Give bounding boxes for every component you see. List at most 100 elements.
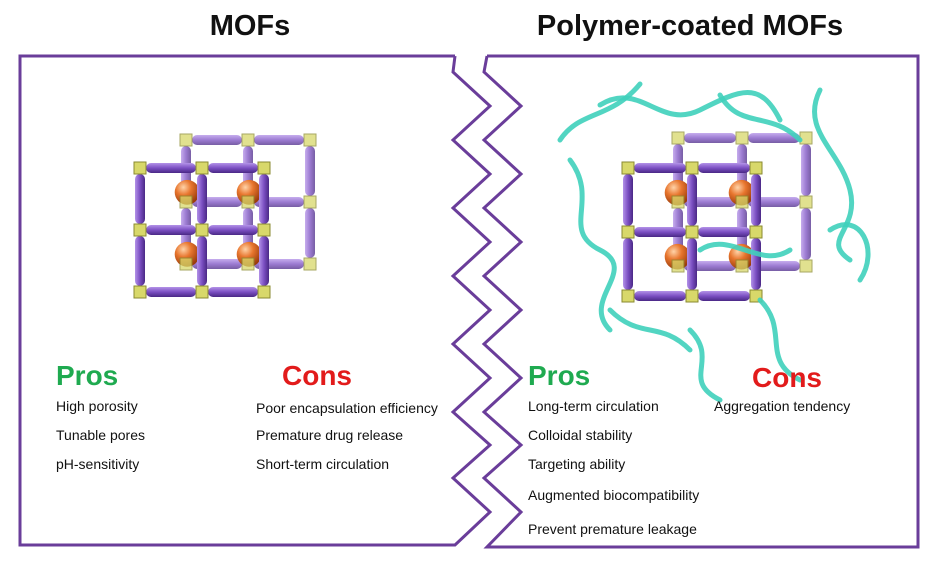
metal-node [799, 195, 813, 209]
linker-rod [801, 144, 811, 196]
polymer-chain [717, 92, 803, 143]
linker-rod [751, 238, 761, 290]
right-pros-item: Targeting ability [528, 456, 626, 472]
metal-node [685, 161, 699, 175]
linker-rod [208, 225, 258, 235]
metal-node [671, 259, 685, 273]
metal-node [735, 259, 749, 273]
polymer-chains [557, 81, 871, 403]
metal-node [799, 131, 813, 145]
linker-rod [208, 287, 258, 297]
left-panel-border [18, 54, 493, 547]
linker-rod [634, 227, 686, 237]
linker-rod [146, 287, 196, 297]
metal-node [241, 195, 255, 209]
right-pros-item: Colloidal stability [528, 427, 633, 443]
right-pros-heading: Pros [528, 360, 591, 391]
polymer-chain [697, 241, 793, 259]
linker-rod [698, 227, 750, 237]
linker-rod [687, 238, 697, 290]
linker-rod [305, 208, 315, 258]
polymer-chain [607, 307, 693, 353]
linker-rod [146, 225, 196, 235]
metal-node [749, 161, 763, 175]
left-cons-item: Poor encapsulation efficiency [256, 400, 438, 416]
linker-rod [634, 291, 686, 301]
linker-rod [623, 238, 633, 290]
metal-node [303, 133, 317, 147]
metal-node [195, 285, 209, 299]
linker-rod [687, 174, 697, 226]
metal-node [621, 161, 635, 175]
metal-node [179, 195, 193, 209]
linker-rod [135, 236, 145, 286]
left-cons-heading: Cons [282, 360, 352, 391]
metal-node [241, 133, 255, 147]
linker-rod [254, 135, 304, 145]
linker-rod [208, 163, 258, 173]
metal-node [735, 131, 749, 145]
metal-node [735, 195, 749, 209]
mof-cube-illustration [133, 133, 317, 299]
left-cons-item: Premature drug release [256, 427, 404, 443]
right-panel-border [481, 54, 920, 549]
metal-node [685, 289, 699, 303]
linker-rod [146, 163, 196, 173]
right-cons-item: Aggregation tendency [714, 398, 851, 414]
metal-node [685, 225, 699, 239]
right-cons-heading: Cons [752, 362, 822, 393]
left-cons-item: Short-term circulation [256, 456, 390, 472]
linker-rod [305, 146, 315, 196]
metal-node [195, 223, 209, 237]
linker-rod [197, 174, 207, 224]
left-pros-item: pH-sensitivity [56, 456, 140, 472]
metal-node [133, 285, 147, 299]
left-pros-heading: Pros [56, 360, 119, 391]
metal-node [195, 161, 209, 175]
linker-rod [623, 174, 633, 226]
linker-rod [259, 174, 269, 224]
linker-rod [259, 236, 269, 286]
polymer-chain [827, 222, 871, 283]
metal-node [257, 223, 271, 237]
metal-node [303, 257, 317, 271]
metal-node [241, 257, 255, 271]
metal-node [179, 133, 193, 147]
metal-node [621, 225, 635, 239]
metal-node [749, 225, 763, 239]
linker-rod [197, 236, 207, 286]
linker-rod [634, 163, 686, 173]
metal-node [133, 161, 147, 175]
metal-node [133, 223, 147, 237]
right-pros-item: Long-term circulation [528, 398, 659, 414]
polymer-chain [757, 297, 803, 383]
metal-node [257, 161, 271, 175]
metal-node [257, 285, 271, 299]
left-pros-item: Tunable pores [56, 427, 145, 443]
metal-node [303, 195, 317, 209]
polymer-chain [687, 327, 723, 403]
right-panel-title: Polymer-coated MOFs [536, 10, 844, 42]
metal-node [671, 131, 685, 145]
right-pros-item: Prevent premature leakage [528, 521, 697, 537]
left-pros-item: High porosity [56, 398, 138, 414]
left-panel-title: MOFs [209, 10, 291, 42]
metal-node [671, 195, 685, 209]
polymer-coated-mof-illustration [621, 131, 813, 303]
linker-rod [751, 174, 761, 226]
linker-rod [748, 133, 800, 143]
polymer-chain [597, 90, 783, 123]
linker-rod [698, 291, 750, 301]
linker-rod [801, 208, 811, 260]
linker-rod [684, 133, 736, 143]
right-pros-item: Augmented biocompatibility [528, 487, 700, 503]
metal-node [621, 289, 635, 303]
polymer-chain [557, 81, 643, 143]
metal-node [799, 259, 813, 273]
linker-rod [135, 174, 145, 224]
polymer-chain [567, 157, 617, 333]
linker-rod [698, 163, 750, 173]
polymer-chain [812, 87, 855, 263]
linker-rod [192, 135, 242, 145]
